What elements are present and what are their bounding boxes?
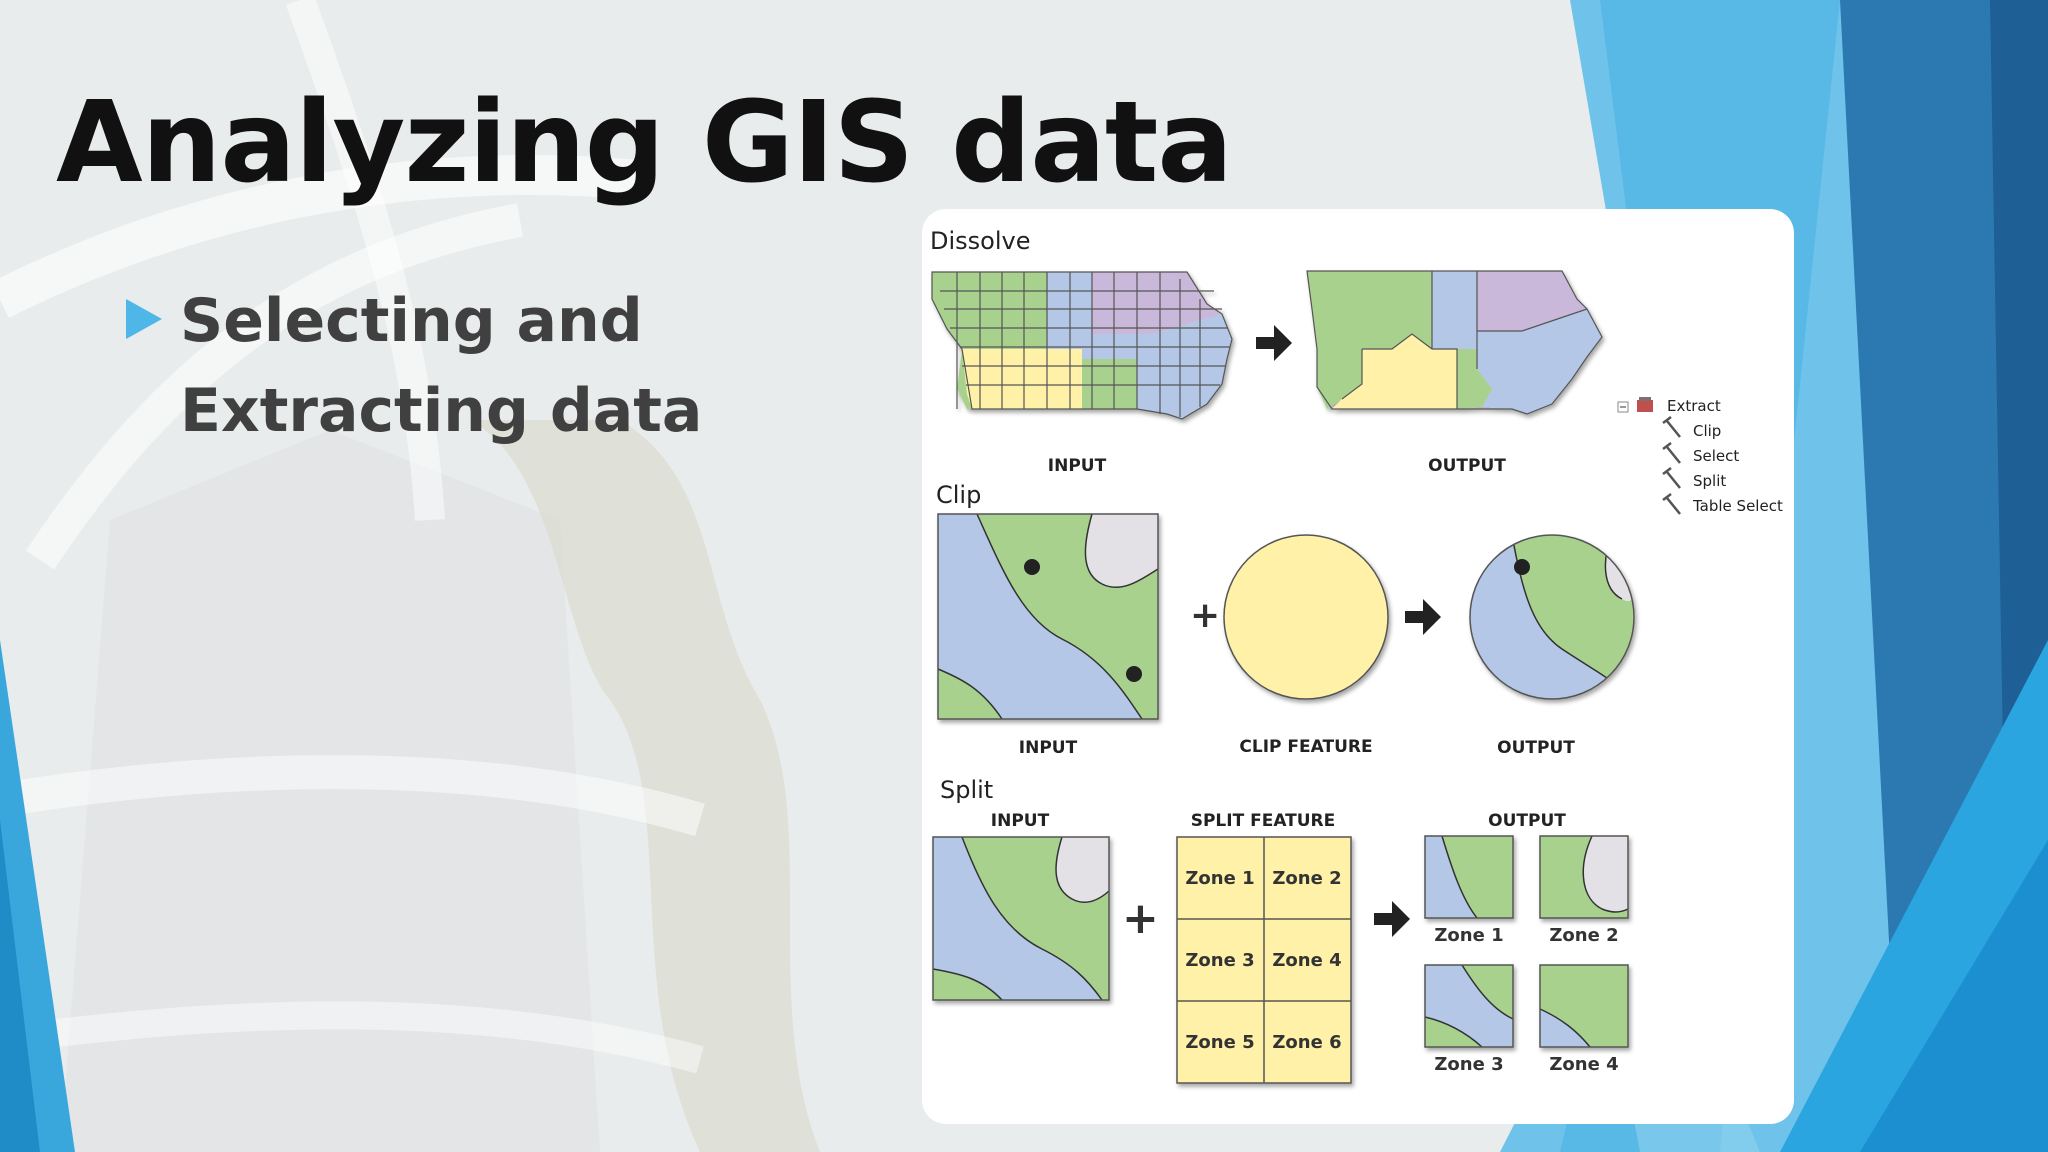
bullet-line-1: Selecting and: [180, 286, 643, 356]
split-input-label: INPUT: [991, 811, 1050, 831]
toolbox-extract-label[interactable]: Extract: [1667, 397, 1721, 415]
split-output-zone-4-label: Zone 4: [1549, 1054, 1618, 1075]
clip-feature-circle: [1223, 534, 1389, 700]
slide-title: Analyzing GIS data: [56, 78, 1233, 208]
gis-diagram-card: Dissolve: [922, 209, 1794, 1124]
dissolve-input-label: INPUT: [1048, 456, 1107, 476]
extract-toolbox-tree: Extract Clip Select Split Table Select: [1617, 397, 1783, 515]
table-select-tool-hammer-icon: [1662, 493, 1681, 515]
clip-heading: Clip: [936, 481, 981, 509]
split-output-zone-3-map: [1424, 964, 1514, 1048]
split-output-zone-1-map: [1424, 835, 1514, 919]
select-tool-hammer-icon: [1662, 442, 1681, 464]
dissolve-arrow-icon: [1256, 325, 1292, 361]
dissolve-output-map: [1306, 270, 1603, 415]
tool-table-select[interactable]: Table Select: [1692, 497, 1783, 515]
split-input-map: [932, 836, 1110, 1001]
split-output-label: OUTPUT: [1488, 811, 1566, 831]
split-zone-6: Zone 6: [1272, 1032, 1341, 1053]
tool-clip[interactable]: Clip: [1693, 422, 1721, 440]
split-output-zone-1-label: Zone 1: [1434, 925, 1503, 946]
bullet-item: Selecting and Extracting data: [180, 276, 702, 456]
dissolve-heading: Dissolve: [930, 227, 1030, 255]
split-feature-label: SPLIT FEATURE: [1191, 811, 1336, 831]
split-zone-5: Zone 5: [1185, 1032, 1254, 1053]
clip-input-label: INPUT: [1019, 738, 1078, 758]
split-tool-hammer-icon: [1662, 467, 1681, 489]
split-zone-1: Zone 1: [1185, 868, 1254, 889]
clip-output-label: OUTPUT: [1497, 738, 1575, 758]
split-zone-2: Zone 2: [1272, 868, 1341, 889]
split-plus-icon: +: [1122, 893, 1159, 944]
clip-feature-label: CLIP FEATURE: [1239, 737, 1372, 757]
clip-output-map: [1469, 534, 1635, 700]
split-output-zone-3-label: Zone 3: [1434, 1054, 1503, 1075]
tool-select[interactable]: Select: [1693, 447, 1739, 465]
clip-plus-icon: +: [1190, 595, 1220, 636]
clip-arrow-icon: [1405, 599, 1441, 635]
split-output-zone-2-label: Zone 2: [1549, 925, 1618, 946]
split-zone-3: Zone 3: [1185, 950, 1254, 971]
split-arrow-icon: [1374, 901, 1410, 937]
split-heading: Split: [940, 776, 993, 804]
clip-tool-hammer-icon: [1662, 416, 1681, 438]
dissolve-input-map: [931, 271, 1233, 420]
split-zone-4: Zone 4: [1272, 950, 1341, 971]
bullet-arrow-icon: [126, 299, 162, 339]
bullet-line-2: Extracting data: [180, 376, 703, 446]
gis-operations-diagram: Dissolve: [930, 227, 1783, 1084]
dissolve-output-label: OUTPUT: [1428, 456, 1506, 476]
split-output-zone-2-map: [1539, 835, 1629, 919]
tool-split[interactable]: Split: [1693, 472, 1726, 490]
split-output-zone-4-map: [1539, 964, 1629, 1048]
clip-input-map: [937, 513, 1159, 720]
split-feature-grid: [1176, 836, 1352, 1084]
toolbox-icon: [1637, 397, 1653, 412]
